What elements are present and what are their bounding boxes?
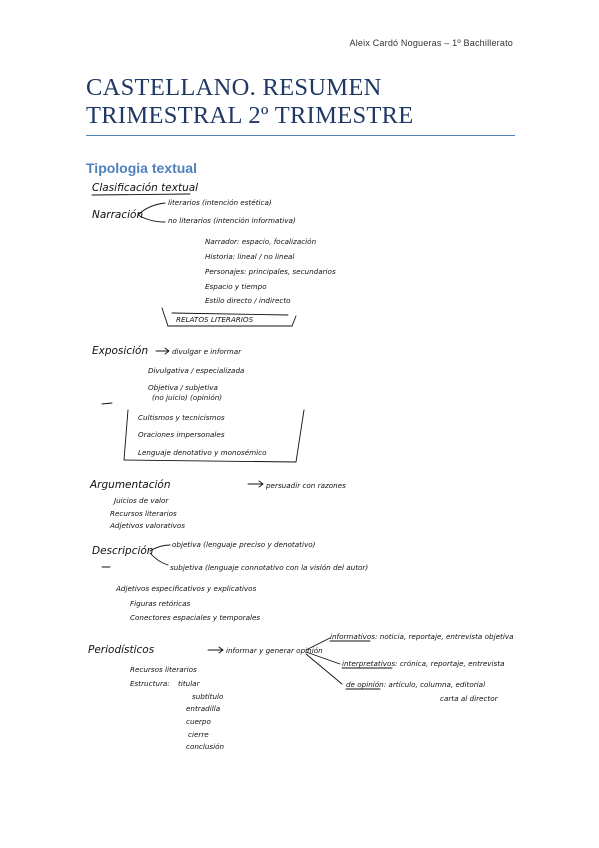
exposicion-bullet-3: (no juicio) (opinión) bbox=[152, 393, 222, 402]
argumentacion-bullet-3: Adjetivos valorativos bbox=[109, 521, 185, 530]
periodisticos-bullet-2: Estructura: bbox=[130, 679, 170, 688]
section-heading: Tipologia textual bbox=[86, 160, 197, 176]
exposicion-bullet-6: Lenguaje denotativo y monosémico bbox=[138, 448, 267, 457]
estructura-item-4: cuerpo bbox=[186, 717, 211, 726]
descripcion-branch-1: objetiva (lenguaje preciso y denotativo) bbox=[172, 540, 316, 549]
page-title: CASTELLANO. RESUMEN TRIMESTRAL 2º TRIMES… bbox=[86, 74, 526, 130]
relatos-literarios-label: RELATOS LITERARIOS bbox=[176, 315, 254, 324]
narracion-label: Narración bbox=[92, 209, 143, 221]
argumentacion-label: Argumentación bbox=[89, 479, 170, 491]
narracion-bullet-4: Espacio y tiempo bbox=[205, 282, 267, 291]
narracion-bullet-2: Historia: lineal / no lineal bbox=[205, 252, 294, 261]
descripcion-bullet-1: Adjetivos especificativos y explicativos bbox=[115, 584, 257, 593]
page-title-line-1: CASTELLANO. RESUMEN bbox=[86, 74, 382, 101]
descripcion-bullet-3: Conectores espaciales y temporales bbox=[130, 613, 260, 622]
page-title-line-2: TRIMESTRAL 2º TRIMESTRE bbox=[86, 102, 414, 129]
periodisticos-arrow-text: informar y generar opinión bbox=[226, 646, 323, 655]
argumentacion-bullet-1: Juicios de valor bbox=[112, 496, 169, 505]
narracion-bullet-1: Narrador: espacio, focalización bbox=[205, 237, 317, 246]
exposicion-bullet-4: Cultismos y tecnicismos bbox=[138, 413, 225, 422]
narracion-bullet-5: Estilo directo / indirecto bbox=[205, 296, 291, 305]
genre-interpretativos: interpretativos: crónica, reportaje, ent… bbox=[342, 659, 505, 668]
descripcion-branch-2: subjetiva (lenguaje connotativo con la v… bbox=[170, 563, 368, 572]
genre-opinion-extra: carta al director bbox=[440, 694, 499, 703]
argumentacion-bullet-2: Recursos literarios bbox=[110, 509, 177, 518]
estructura-item-3: entradilla bbox=[186, 704, 220, 713]
exposicion-bullet-5: Oraciones impersonales bbox=[138, 430, 225, 439]
estructura-item-5: cierre bbox=[188, 730, 209, 739]
title-divider bbox=[86, 135, 515, 136]
narracion-branch-2: no literarios (intención informativa) bbox=[168, 216, 296, 225]
exposicion-bullet-2: Objetiva / subjetiva bbox=[148, 383, 218, 392]
descripcion-bullet-2: Figuras retóricas bbox=[130, 599, 191, 608]
periodisticos-bullet-1: Recursos literarios bbox=[130, 665, 197, 674]
exposicion-bullet-1: Divulgativa / especializada bbox=[148, 366, 244, 375]
exposicion-label: Exposición bbox=[92, 345, 148, 357]
periodisticos-label: Periodísticos bbox=[88, 644, 155, 656]
genre-opinion: de opinión: artículo, columna, editorial bbox=[346, 680, 485, 689]
exposicion-arrow-text: divulgar e informar bbox=[172, 347, 242, 356]
descripcion-label: Descripción bbox=[92, 545, 153, 557]
document-header: Aleix Cardó Nogueras – 1º Bachillerato bbox=[349, 38, 513, 48]
estructura-item-1: titular bbox=[178, 679, 201, 688]
estructura-item-2: subtítulo bbox=[192, 692, 224, 701]
argumentacion-arrow-text: persuadir con razones bbox=[265, 481, 346, 490]
genre-informativos: informativos: noticia, reportaje, entrev… bbox=[330, 632, 513, 641]
narracion-bullet-3: Personajes: principales, secundarios bbox=[205, 267, 336, 276]
narracion-branch-1: literarios (intención estética) bbox=[168, 198, 272, 207]
estructura-item-6: conclusión bbox=[186, 742, 225, 751]
classification-label: Clasificación textual bbox=[92, 182, 198, 194]
